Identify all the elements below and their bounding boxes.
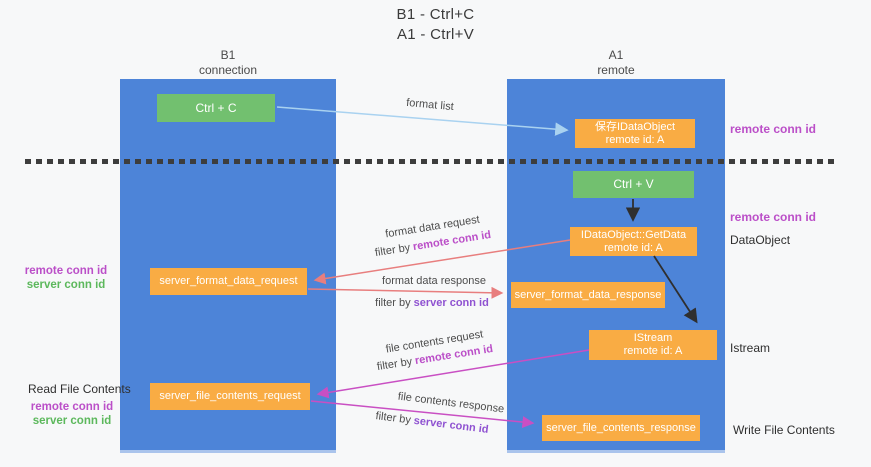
remote-conn-id-annotation-mid: remote conn id	[730, 210, 817, 224]
phase-divider-dashed-line	[25, 159, 836, 164]
getdata-line2: remote id: A	[604, 241, 663, 254]
right-lane-subtitle: remote	[597, 63, 635, 77]
read-file-contents-annotation: Read File Contents	[28, 382, 131, 396]
filter-by-text: filter by	[376, 355, 414, 374]
server-file-contents-response-label: server_file_contents_response	[546, 421, 696, 434]
left-lane-title: B1	[220, 48, 236, 62]
ctrl-c-node: Ctrl + C	[157, 94, 275, 122]
server-file-contents-request-node: server_file_contents_request	[150, 383, 310, 410]
save-dataobject-line2: remote id: A	[605, 133, 665, 146]
remote-conn-id-annotation-left-top: remote conn id	[24, 265, 108, 277]
diagram-title-line2: A1 - Ctrl+V	[396, 26, 475, 43]
format-list-label: format list	[405, 96, 455, 114]
istream-line2: remote id: A	[623, 345, 683, 357]
write-file-contents-annotation: Write File Contents	[733, 423, 835, 437]
filter-by-text: filter by	[375, 297, 411, 309]
getdata-line1: IDataObject::GetData	[580, 228, 687, 241]
left-lane-subtitle: connection	[198, 63, 258, 77]
filter-by-text: filter by	[374, 410, 412, 427]
server-conn-id-annotation-left-bottom: server conn id	[32, 415, 112, 427]
left-lane-header: B1 connection	[120, 48, 336, 78]
ctrl-c-label: Ctrl + C	[195, 100, 237, 115]
server-conn-id-text: server conn id	[413, 414, 490, 436]
server-format-data-response-label: server_format_data_response	[514, 288, 662, 301]
left-conn-ids-top: remote conn id server conn id	[22, 264, 110, 292]
istream-node: IStream remote id: A	[589, 330, 717, 360]
server-format-data-request-node: server_format_data_request	[150, 268, 307, 295]
right-lane-header: A1 remote	[507, 48, 725, 78]
server-conn-id-annotation-left-top: server conn id	[26, 279, 106, 291]
ctrl-v-label: Ctrl + V	[613, 177, 654, 191]
istream-line1: IStream	[633, 332, 673, 344]
ctrl-v-node: Ctrl + V	[573, 171, 694, 198]
right-lane-title: A1	[608, 48, 624, 62]
format-data-response-label: format data response	[382, 275, 486, 287]
save-dataobject-node: 保存IDataObject remote id: A	[575, 119, 695, 148]
idataobject-getdata-node: IDataObject::GetData remote id: A	[570, 227, 697, 256]
istream-annotation: Istream	[730, 341, 771, 355]
save-dataobject-line1: 保存IDataObject	[594, 120, 676, 133]
diagram-title-line1: B1 - Ctrl+C	[396, 6, 475, 23]
dataobject-annotation: DataObject	[730, 233, 791, 247]
format-data-response-arrow	[307, 286, 504, 299]
server-file-contents-request-label: server_file_contents_request	[159, 390, 301, 402]
remote-conn-id-annotation-top: remote conn id	[730, 122, 817, 136]
server-format-data-request-label: server_format_data_request	[159, 275, 298, 287]
server-conn-id-text: server conn id	[413, 297, 489, 309]
server-file-contents-response-node: server_file_contents_response	[542, 415, 700, 441]
left-conn-ids-bottom: remote conn id server conn id	[28, 400, 116, 428]
remote-conn-id-annotation-left-bottom: remote conn id	[30, 401, 114, 413]
filter-by-text: filter by	[374, 241, 412, 260]
server-format-data-response-node: server_format_data_response	[511, 282, 665, 308]
